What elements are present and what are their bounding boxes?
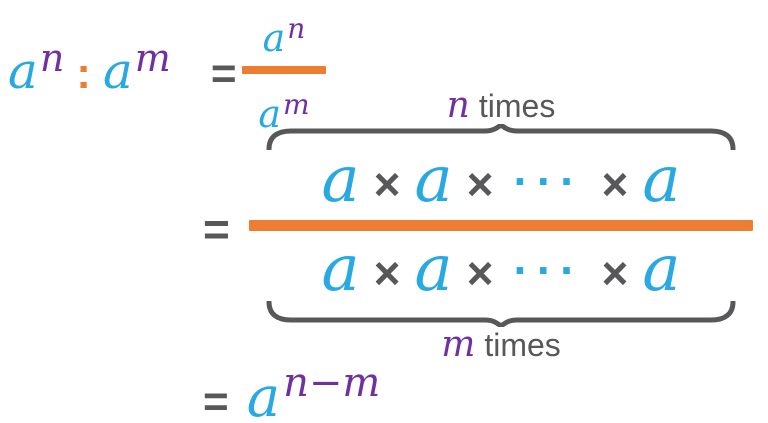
- division-colon: :: [76, 49, 91, 98]
- symbolic-fraction-numerator: an: [238, 0, 330, 60]
- numerator-term-a-1: a: [321, 143, 360, 217]
- numerator-times-sign-3: ×: [601, 158, 629, 210]
- numerator-times-sign-1: ×: [373, 158, 401, 210]
- result-expression: = an−m: [203, 350, 381, 423]
- fraction-bar-small: [242, 66, 326, 74]
- denominator-term-a-3: a: [642, 232, 681, 306]
- underbrace: [266, 301, 736, 327]
- denominator-exponent-m: m: [283, 88, 310, 121]
- result-base-a: a: [246, 365, 281, 423]
- result-exponent-n-minus-m: n−m: [283, 360, 381, 406]
- denominator-times-sign-2: ×: [466, 247, 494, 299]
- denominator-product: a×a×···×a: [321, 237, 680, 301]
- denominator-term-a-1: a: [321, 232, 360, 306]
- lhs-base-a-1: a: [8, 42, 38, 100]
- denominator-count-text: times: [484, 327, 561, 363]
- lhs-base-a-2: a: [102, 42, 133, 100]
- numerator-base-a: a: [262, 16, 286, 60]
- symbolic-fraction: an am: [238, 0, 330, 136]
- lhs-expression: an:am=: [8, 28, 237, 100]
- equals-sign-2: =: [203, 203, 230, 255]
- symbolic-fraction-denominator: am: [238, 82, 330, 136]
- denominator-ellipsis: ···: [513, 244, 584, 296]
- numerator-count-text: times: [478, 88, 556, 124]
- numerator-ellipsis: ···: [513, 155, 584, 207]
- overbrace: [266, 124, 736, 150]
- lhs-exponent-m: m: [134, 36, 171, 80]
- numerator-exponent-n: n: [287, 12, 306, 45]
- lhs-exponent-n: n: [39, 36, 65, 80]
- equals-sign-3: =: [203, 377, 229, 423]
- numerator-term-a-2: a: [414, 143, 453, 217]
- numerator-term-a-3: a: [642, 143, 681, 217]
- denominator-times-sign-3: ×: [601, 247, 629, 299]
- numerator-count-var: n: [446, 85, 470, 126]
- equals-sign-1: =: [210, 49, 237, 98]
- denominator-count-var: m: [441, 324, 476, 365]
- numerator-product: a×a×···×a: [321, 148, 680, 212]
- numerator-times-sign-2: ×: [466, 158, 494, 210]
- denominator-base-a: a: [258, 92, 282, 136]
- denominator-times-sign-1: ×: [373, 247, 401, 299]
- denominator-term-a-2: a: [414, 232, 453, 306]
- fraction-bar-large: [249, 220, 753, 231]
